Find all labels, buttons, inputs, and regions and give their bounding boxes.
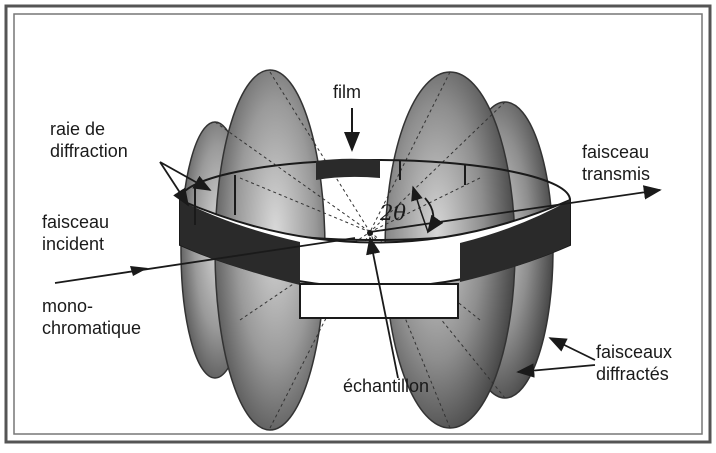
label-diffraction-line-1: raie de: [50, 119, 105, 139]
label-diffraction-line-2: diffraction: [50, 141, 128, 161]
label-mono-1: mono-: [42, 296, 93, 316]
label-incident-1: faisceau: [42, 212, 109, 232]
label-mono-2: chromatique: [42, 318, 141, 338]
incident-beam-arrowhead: [130, 266, 148, 276]
label-film: film: [333, 82, 361, 102]
sample-point: [367, 230, 373, 236]
label-diffracted-1: faisceaux: [596, 342, 672, 362]
diffracted-pointer-1: [550, 338, 595, 360]
raie-pointer-2: [160, 162, 188, 205]
label-sample: échantillon: [343, 376, 429, 396]
label-angle: 2θ: [379, 201, 406, 225]
film-dark-strip-back: [316, 159, 380, 180]
label-diffracted-2: diffractés: [596, 364, 669, 384]
film-window: [300, 284, 458, 318]
label-transmitted-2: transmis: [582, 164, 650, 184]
label-transmitted-1: faisceau: [582, 142, 649, 162]
label-incident-2: incident: [42, 234, 104, 254]
